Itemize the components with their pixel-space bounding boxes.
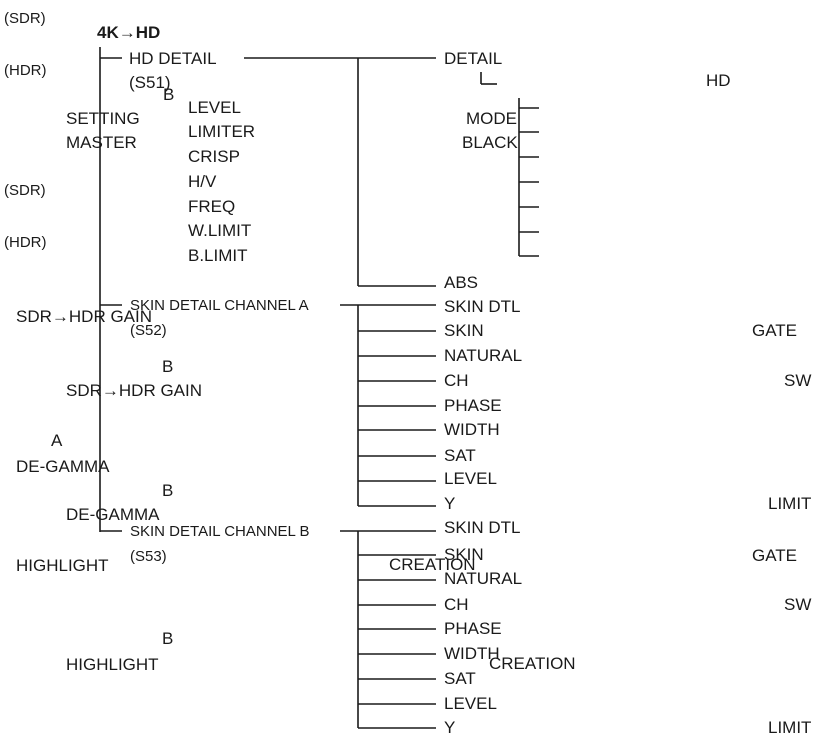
skin-detail-channel-a-code: (S52) <box>130 322 167 339</box>
hd-detail-item: H/V <box>188 172 217 191</box>
skin-a-item: WIDTH <box>444 420 500 439</box>
skin-b-item: SKIN DTL <box>444 518 521 537</box>
limit-label: LIMIT <box>768 494 812 513</box>
gate-label: GATE <box>752 321 798 340</box>
skin-b-item: CH <box>444 595 469 614</box>
hd-label: HD <box>706 71 731 90</box>
sdr-tag: (SDR) <box>4 10 46 27</box>
sdr-tag: (SDR) <box>4 182 46 199</box>
master-label: MASTER <box>66 133 137 152</box>
limit-label: LIMIT <box>768 718 812 737</box>
skin-a-item: SAT <box>444 446 476 465</box>
b-label: B <box>162 481 174 500</box>
sw-label: SW <box>784 371 812 390</box>
hd-detail-item: LEVEL <box>188 98 241 117</box>
hd-detail-item: LIMITER <box>188 122 256 141</box>
de-gamma-label: DE-GAMMA <box>16 457 110 476</box>
skin-b-item: LEVEL <box>444 694 497 713</box>
skin-b-item: NATURAL <box>444 569 523 588</box>
hd-detail-menu-label: HD DETAIL <box>129 49 217 68</box>
highlight-label: HIGHLIGHT <box>16 556 109 575</box>
hdr-tag: (HDR) <box>4 62 47 79</box>
skin-b-item: Y <box>444 718 456 737</box>
skin-b-item: SAT <box>444 669 476 688</box>
hd-detail-item: B.LIMIT <box>188 246 248 265</box>
highlight-b-label: HIGHLIGHT <box>66 655 159 674</box>
sw-label: SW <box>784 595 812 614</box>
gate-label: GATE <box>752 546 798 565</box>
skin-detail-channel-b-label: SKIN DETAIL CHANNEL B <box>130 523 310 540</box>
skin-a-item: SKIN <box>444 321 484 340</box>
skin-b-item: WIDTH <box>444 644 500 663</box>
creation-label: CREATION <box>489 654 576 673</box>
hd-detail-item: W.LIMIT <box>188 221 252 240</box>
b-label: B <box>162 629 174 648</box>
detail-label: DETAIL <box>444 49 503 68</box>
skin-a-item: LEVEL <box>444 469 497 488</box>
hd-detail-item: CRISP <box>188 147 240 166</box>
sdr-hdr-gain-label: SDR→HDR GAIN <box>16 307 153 326</box>
sdr-hdr-gain-b-label: SDR→HDR GAIN <box>66 381 203 400</box>
hd-detail-item: FREQ <box>188 197 236 216</box>
hd-detail-menu-code: (S51) <box>129 73 171 92</box>
b-label: B <box>163 85 175 104</box>
de-gamma-b-label: DE-GAMMA <box>66 505 160 524</box>
skin-detail-channel-b-code: (S53) <box>130 548 167 565</box>
diagram-title: 4K→HD <box>97 23 161 42</box>
skin-detail-channel-a-label: SKIN DETAIL CHANNEL A <box>130 297 309 314</box>
black-label: BLACK <box>462 133 518 152</box>
skin-a-item: NATURAL <box>444 346 523 365</box>
skin-a-item: PHASE <box>444 396 502 415</box>
hdr-tag: (HDR) <box>4 234 47 251</box>
abs-label: ABS <box>444 273 479 292</box>
skin-a-item: Y <box>444 494 456 513</box>
skin-a-item: CH <box>444 371 469 390</box>
b-label: B <box>162 357 174 376</box>
a-label: A <box>51 431 63 450</box>
skin-b-item: PHASE <box>444 619 502 638</box>
setting-label: SETTING <box>66 109 140 128</box>
skin-b-item: SKIN <box>444 545 484 564</box>
mode-label: MODE <box>466 109 517 128</box>
skin-a-item: SKIN DTL <box>444 297 521 316</box>
creation-label: CREATION <box>389 555 476 574</box>
